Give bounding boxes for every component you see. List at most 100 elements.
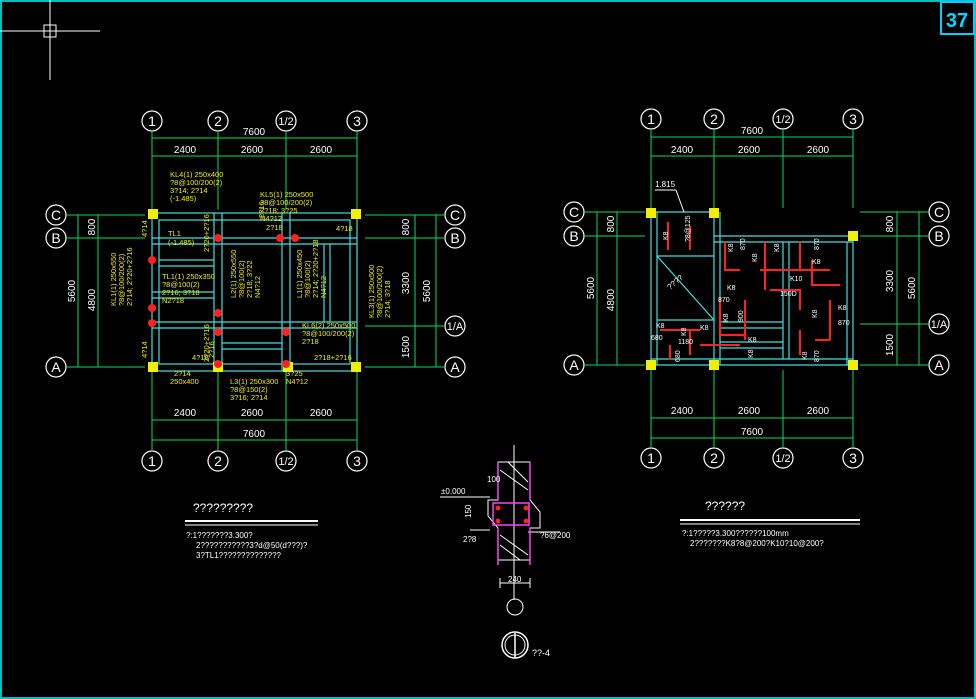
svg-text:4?18: 4?18 — [336, 224, 353, 233]
dim-span2-bottom: 2600 — [241, 408, 264, 419]
grid-label-half2-top: 1/2 — [278, 116, 293, 128]
svg-text:KL4(1) 250x400: KL4(1) 250x400 — [170, 170, 223, 179]
svg-text:K8: K8 — [748, 337, 757, 344]
svg-text:?8@100/200(2): ?8@100/200(2) — [260, 198, 313, 207]
slab-elevation: 1.815 — [655, 180, 676, 189]
svg-text:2?16: 2?16 — [257, 201, 266, 218]
dim-a-halfa-right: 1500 — [401, 335, 412, 358]
svg-text:K8: K8 — [723, 313, 730, 322]
r-dim-a-halfa-right: 1500 — [885, 333, 896, 356]
stair-label: ???? — [666, 273, 686, 292]
beam-kl4: KL4(1) 250x400 ?8@100/200(2) 3?14; 2?14 … — [170, 170, 223, 203]
svg-text:K8: K8 — [728, 243, 735, 252]
svg-text:680: 680 — [651, 335, 663, 342]
r-dim-span2-bottom: 2600 — [738, 406, 761, 417]
page-number: 37 — [946, 10, 968, 32]
svg-text:L1(1) 250x450: L1(1) 250x450 — [295, 250, 304, 298]
section-detail: ±0.000 100 150 2?8 ?6@200 240 ??-4 — [440, 445, 571, 659]
r-grid-label-2-bottom: 2 — [710, 450, 718, 466]
svg-text:N2?18: N2?18 — [162, 296, 184, 305]
r-dim-bc-left: 800 — [606, 215, 617, 232]
left-note-2: 2???????????3?d@50(d???)? — [196, 541, 308, 550]
svg-text:K8: K8 — [663, 231, 670, 240]
rebar-small-labels: 4?14 4?18 4?14 2?16 2?20+2?16 2?16 2?20+… — [140, 201, 353, 386]
grid-label-1-bottom: 1 — [148, 453, 156, 469]
svg-text:K8: K8 — [748, 349, 755, 358]
grid-label-1-top: 1 — [148, 113, 156, 129]
beam-kl6: KL6(2) 250x500 ?8@100/200(2) 2?18 — [302, 321, 355, 346]
dim-total-bottom: 7600 — [243, 429, 266, 440]
r-grid-label-half2-top: 1/2 — [775, 114, 790, 126]
grid-label-c-right: C — [450, 207, 460, 223]
left-notes-title: ????????? — [193, 501, 253, 515]
grid-label-c-left: C — [51, 207, 61, 223]
beam-kl3: KL3(1) 250x500 ?8@100/200(2) 2?14; 3?18 — [367, 265, 392, 318]
svg-text:?8@100/200(2): ?8@100/200(2) — [117, 253, 126, 306]
svg-text:?8@100(2): ?8@100(2) — [237, 260, 246, 298]
svg-text:4?18: 4?18 — [192, 353, 209, 362]
r-dim-ab-left: 4800 — [606, 288, 617, 311]
svg-text:K8: K8 — [681, 327, 688, 336]
svg-text:2?14; 2?20+2?16: 2?14; 2?20+2?16 — [125, 247, 134, 306]
svg-text:(-1.485): (-1.485) — [170, 194, 197, 203]
dim-total-top: 7600 — [243, 127, 266, 138]
svg-text:K10: K10 — [790, 276, 803, 283]
section-elevation: ±0.000 — [441, 487, 466, 496]
svg-text:K8: K8 — [774, 243, 781, 252]
svg-text:K8: K8 — [812, 259, 821, 266]
dim-span3-top: 2600 — [310, 145, 333, 156]
section-dim-240: 240 — [508, 575, 522, 584]
svg-text:2?18: 2?18 — [266, 223, 283, 232]
beam-l1: L1(1) 250x450 ?8@100(2) 2?14; 2?20+2?18 … — [295, 239, 328, 298]
r-dim-total-top: 7600 — [741, 126, 764, 137]
svg-text:K8: K8 — [727, 285, 736, 292]
svg-text:?8@100(2): ?8@100(2) — [162, 280, 200, 289]
r-dim-span3-bottom: 2600 — [807, 406, 830, 417]
r-grid-label-2-top: 2 — [710, 111, 718, 127]
r-dim-span2-top: 2600 — [738, 145, 761, 156]
svg-text:870: 870 — [740, 238, 747, 250]
svg-text:680: 680 — [675, 350, 682, 362]
left-note-3: 3?TL1?????????????? — [196, 551, 282, 560]
beam-tl1: TL1 (-1.485) — [168, 229, 195, 247]
r-grid-label-halfa-right: 1/A — [931, 319, 948, 331]
r-dim-span1-bottom: 2400 — [671, 406, 694, 417]
grid-label-b-left: B — [51, 230, 60, 246]
svg-text:2?18; 3?25: 2?18; 3?25 — [260, 206, 298, 215]
svg-text:K8: K8 — [700, 325, 709, 332]
svg-text:K8: K8 — [752, 253, 759, 262]
svg-text:KL1(1) 250x550: KL1(1) 250x550 — [109, 253, 118, 306]
svg-text:1180: 1180 — [678, 339, 693, 346]
dim-span1-bottom: 2400 — [174, 408, 197, 419]
beam-kl5: KL5(1) 250x500 ?8@100/200(2) 2?18; 3?25 … — [260, 190, 313, 223]
grid-label-2-bottom: 2 — [214, 453, 222, 469]
svg-text:4?14: 4?14 — [140, 341, 149, 358]
svg-text:2?14; 3?18: 2?14; 3?18 — [383, 280, 392, 318]
detail-label: ??-4 — [532, 648, 550, 658]
svg-text:2?14; 2?20+2?18: 2?14; 2?20+2?18 — [311, 239, 320, 298]
r-grid-label-1-bottom: 1 — [647, 450, 655, 466]
svg-text:2?18+2?16: 2?18+2?16 — [314, 353, 352, 362]
svg-text:870: 870 — [814, 350, 821, 362]
r-dim-span1-top: 2400 — [671, 145, 694, 156]
svg-text:2?18: 2?18 — [302, 337, 319, 346]
r-dim-bc-right: 800 — [885, 215, 896, 232]
r-grid-label-c-left: C — [569, 204, 579, 220]
svg-text:KL3(1) 250x500: KL3(1) 250x500 — [367, 265, 376, 318]
svg-text:250x400: 250x400 — [170, 377, 199, 386]
svg-text:N4?12: N4?12 — [286, 377, 308, 386]
r-grid-label-3-bottom: 3 — [849, 450, 857, 466]
svg-text:?8@100/200(2): ?8@100/200(2) — [170, 178, 223, 187]
section-stirrup: ?6@200 — [540, 531, 571, 540]
dim-span3-bottom: 2600 — [310, 408, 333, 419]
svg-text:?8@150(2): ?8@150(2) — [230, 385, 268, 394]
r-grid-label-3-top: 3 — [849, 111, 857, 127]
svg-text:?8@100(2): ?8@100(2) — [303, 260, 312, 298]
svg-text:2?20+2?16: 2?20+2?16 — [202, 324, 211, 362]
beam-kl1: KL1(1) 250x550 ?8@100/200(2) 2?14; 2?20+… — [109, 247, 134, 306]
r-dim-total-y-right: 5600 — [907, 276, 918, 299]
right-plan: 1 2 1/2 3 1 2 1/2 3 C B A C B 1/A A — [563, 108, 950, 548]
right-notes-title: ?????? — [705, 499, 745, 513]
